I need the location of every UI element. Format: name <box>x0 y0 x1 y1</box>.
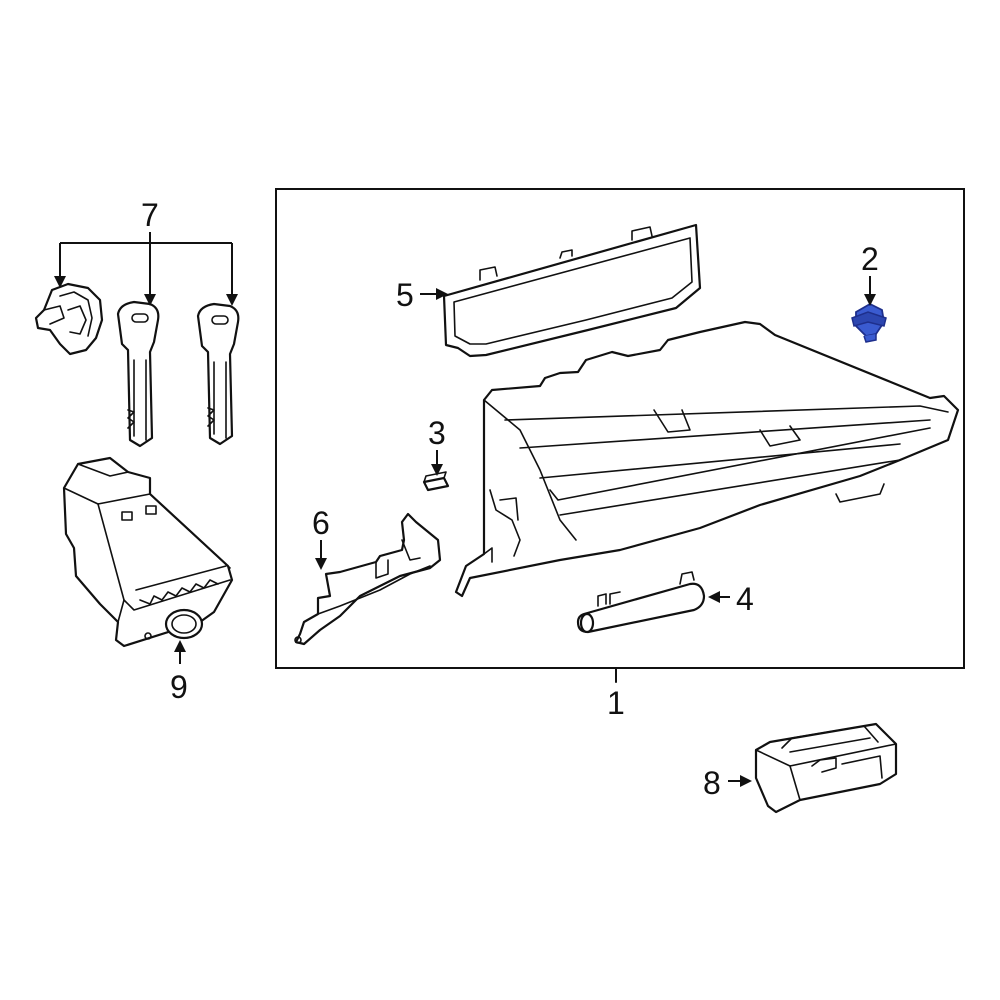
callout-4: 4 <box>736 581 754 617</box>
part-7-key-right[interactable] <box>196 302 240 446</box>
part-4-damper[interactable] <box>576 571 706 634</box>
part-5-door-panel[interactable] <box>442 223 702 358</box>
part-8-module[interactable] <box>754 722 898 814</box>
callout-9: 9 <box>170 669 188 705</box>
callout-8: 8 <box>703 765 721 801</box>
assembly-frame <box>275 188 965 669</box>
callout-1: 1 <box>607 685 625 721</box>
part-1-glove-box[interactable] <box>454 320 960 598</box>
callout-3: 3 <box>428 415 446 451</box>
part-6-bracket[interactable] <box>294 512 442 646</box>
part-7-key-left[interactable] <box>116 300 160 448</box>
part-7-lock-cylinder[interactable] <box>34 282 104 356</box>
callout-5: 5 <box>396 277 414 313</box>
callout-2: 2 <box>861 241 879 277</box>
part-9-switch-unit[interactable] <box>62 456 234 648</box>
part-3-bumper[interactable] <box>422 471 450 492</box>
callout-7: 7 <box>141 197 159 233</box>
part-2-clip[interactable] <box>851 302 887 343</box>
callout-6: 6 <box>312 505 330 541</box>
callout-arrows <box>54 232 876 787</box>
